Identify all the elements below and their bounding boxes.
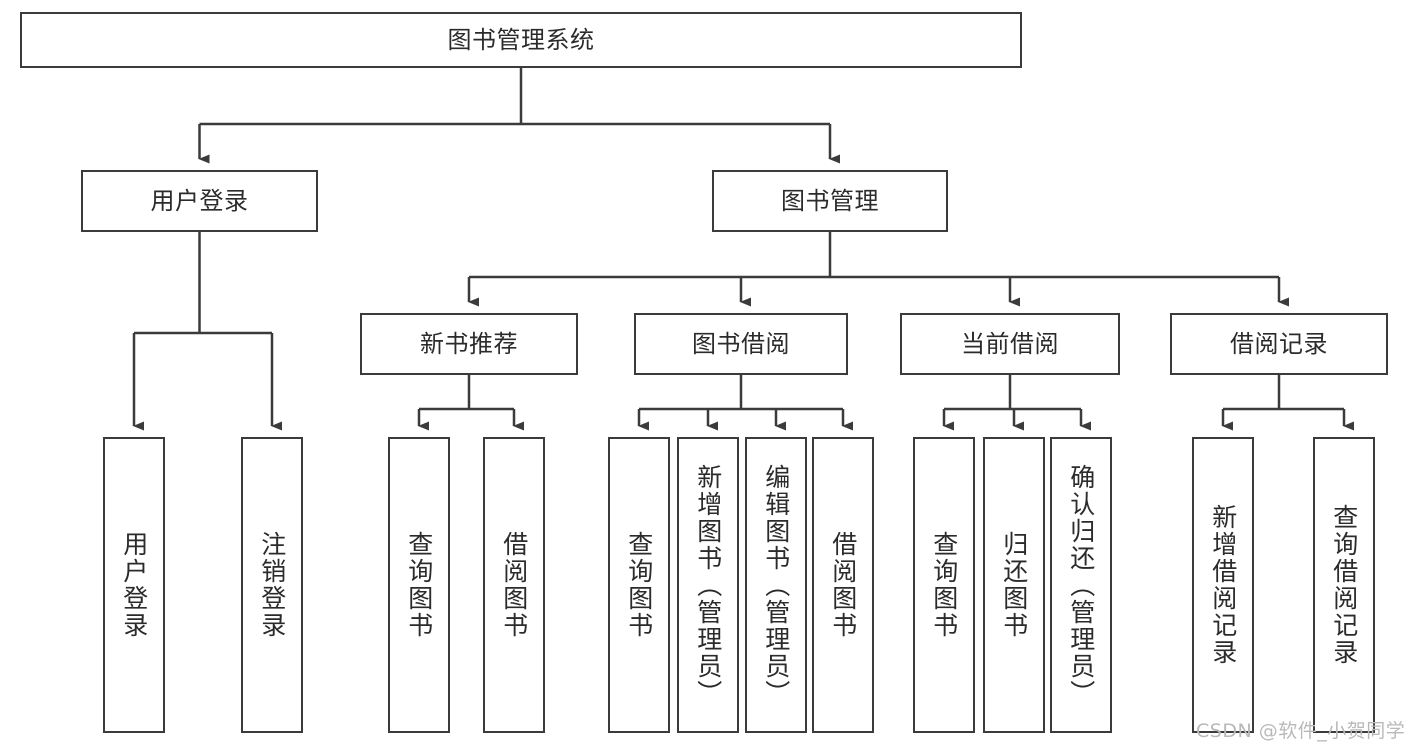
node-label-leaf-edit-book: 编辑图书（管理员） — [761, 463, 791, 707]
node-label-leaf-query-record: 查询借阅记录 — [1329, 504, 1359, 666]
node-user-login[interactable]: 用户登录 — [81, 170, 318, 232]
node-borrow-record[interactable]: 借阅记录 — [1170, 313, 1388, 375]
node-label-book-manage: 图书管理 — [781, 186, 879, 215]
node-new-book-recommend[interactable]: 新书推荐 — [360, 313, 578, 375]
node-label-leaf-query-book-3: 查询图书 — [929, 531, 959, 639]
node-leaf-edit-book[interactable]: 编辑图书（管理员） — [745, 437, 807, 733]
node-label-leaf-query-book-2: 查询图书 — [624, 531, 654, 639]
node-label-leaf-query-book-1: 查询图书 — [404, 531, 434, 639]
node-root[interactable]: 图书管理系统 — [20, 12, 1022, 68]
node-label-leaf-borrow-book-2: 借阅图书 — [828, 531, 858, 639]
node-leaf-logout[interactable]: 注销登录 — [241, 437, 303, 733]
node-label-leaf-logout: 注销登录 — [257, 531, 287, 639]
node-label-leaf-return-book: 归还图书 — [999, 531, 1029, 639]
node-current-borrow[interactable]: 当前借阅 — [900, 313, 1120, 375]
node-book-manage[interactable]: 图书管理 — [712, 170, 948, 232]
node-label-leaf-borrow-book-1: 借阅图书 — [499, 531, 529, 639]
node-label-root: 图书管理系统 — [447, 25, 595, 54]
node-label-leaf-confirm-return: 确认归还（管理员） — [1066, 463, 1096, 707]
node-leaf-query-book-1[interactable]: 查询图书 — [388, 437, 450, 733]
node-leaf-user-login[interactable]: 用户登录 — [103, 437, 165, 733]
node-leaf-borrow-book-1[interactable]: 借阅图书 — [483, 437, 545, 733]
node-leaf-query-book-2[interactable]: 查询图书 — [608, 437, 670, 733]
node-label-current-borrow: 当前借阅 — [961, 329, 1059, 358]
node-label-leaf-user-login: 用户登录 — [119, 531, 149, 639]
node-leaf-confirm-return[interactable]: 确认归还（管理员） — [1050, 437, 1112, 733]
node-label-user-login: 用户登录 — [150, 186, 249, 215]
node-label-leaf-add-record: 新增借阅记录 — [1208, 504, 1238, 666]
node-label-borrow-record: 借阅记录 — [1230, 329, 1328, 358]
csdn-watermark: CSDN @软件_小贺同学 — [1196, 720, 1405, 742]
node-book-borrow[interactable]: 图书借阅 — [634, 313, 848, 375]
node-label-book-borrow: 图书借阅 — [692, 329, 790, 358]
node-leaf-add-record[interactable]: 新增借阅记录 — [1192, 437, 1254, 733]
node-leaf-return-book[interactable]: 归还图书 — [983, 437, 1045, 733]
node-label-new-book-recommend: 新书推荐 — [420, 329, 518, 358]
node-leaf-add-book[interactable]: 新增图书（管理员） — [677, 437, 739, 733]
node-leaf-query-book-3[interactable]: 查询图书 — [913, 437, 975, 733]
node-leaf-query-record[interactable]: 查询借阅记录 — [1313, 437, 1375, 733]
node-leaf-borrow-book-2[interactable]: 借阅图书 — [812, 437, 874, 733]
node-label-leaf-add-book: 新增图书（管理员） — [693, 463, 723, 707]
